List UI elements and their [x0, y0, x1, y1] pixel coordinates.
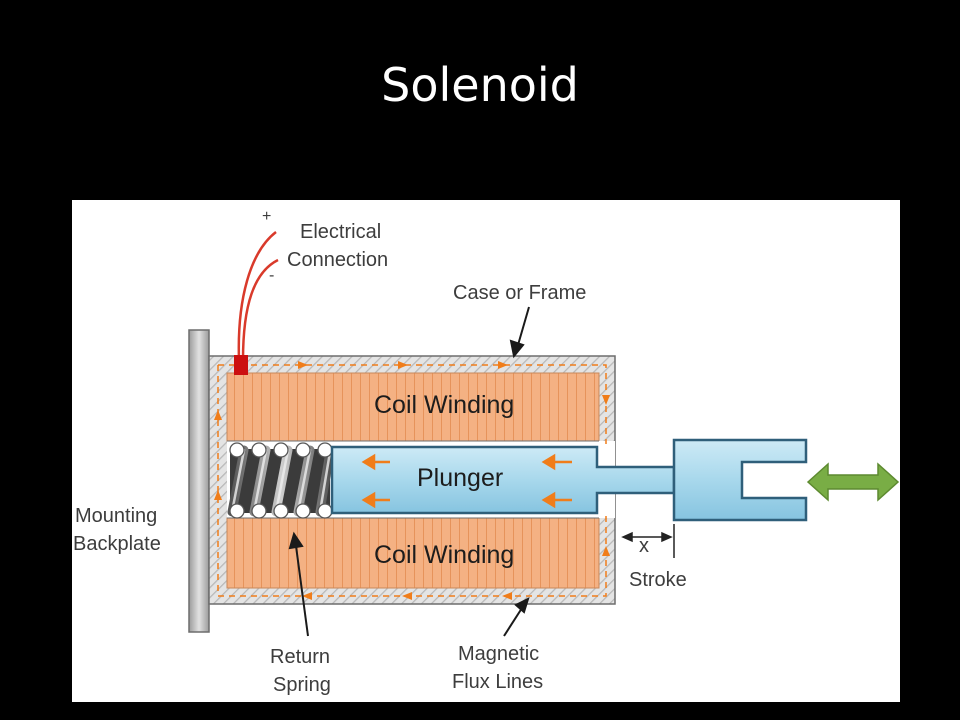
magnetic-flux-lines — [214, 361, 610, 600]
negative-terminal-label: - — [269, 267, 275, 284]
electrical-terminal — [234, 355, 248, 375]
magnetic-flux-lines-label-line1: Magnetic — [458, 643, 540, 665]
stroke-label: Stroke — [629, 569, 687, 591]
magnetic-flux-lines-label-line2: Flux Lines — [452, 671, 544, 693]
motion-arrow-icon — [806, 462, 900, 502]
stroke-x-label: x — [639, 535, 649, 557]
mounting-backplate — [188, 329, 210, 633]
mounting-backplate-label-line2: Backplate — [73, 533, 161, 555]
electrical-wires — [237, 231, 279, 361]
mounting-backplate-label-line1: Mounting — [75, 505, 158, 527]
plunger-clevis — [672, 438, 808, 522]
pointer-arrows — [288, 306, 530, 637]
solenoid-diagram: + - Electrical Connection Case or Frame … — [72, 200, 900, 702]
return-spring-label-line2: Spring — [273, 674, 331, 696]
coil-winding-top — [226, 372, 600, 442]
return-spring — [227, 442, 335, 519]
return-spring-label-line1: Return — [270, 646, 331, 668]
electrical-connection-label-line1: Electrical — [300, 221, 382, 243]
diagram-graphics — [188, 231, 900, 637]
case-or-frame-label: Case or Frame — [453, 282, 587, 304]
slide-title: Solenoid — [381, 58, 579, 112]
electrical-connection-label-line2: Connection — [287, 249, 389, 271]
coil-winding-top-label: Coil Winding — [374, 391, 515, 419]
positive-terminal-label: + — [262, 208, 272, 225]
plunger-label: Plunger — [417, 464, 504, 492]
coil-winding-bottom-label: Coil Winding — [374, 541, 515, 569]
stroke-dimension — [621, 524, 675, 558]
